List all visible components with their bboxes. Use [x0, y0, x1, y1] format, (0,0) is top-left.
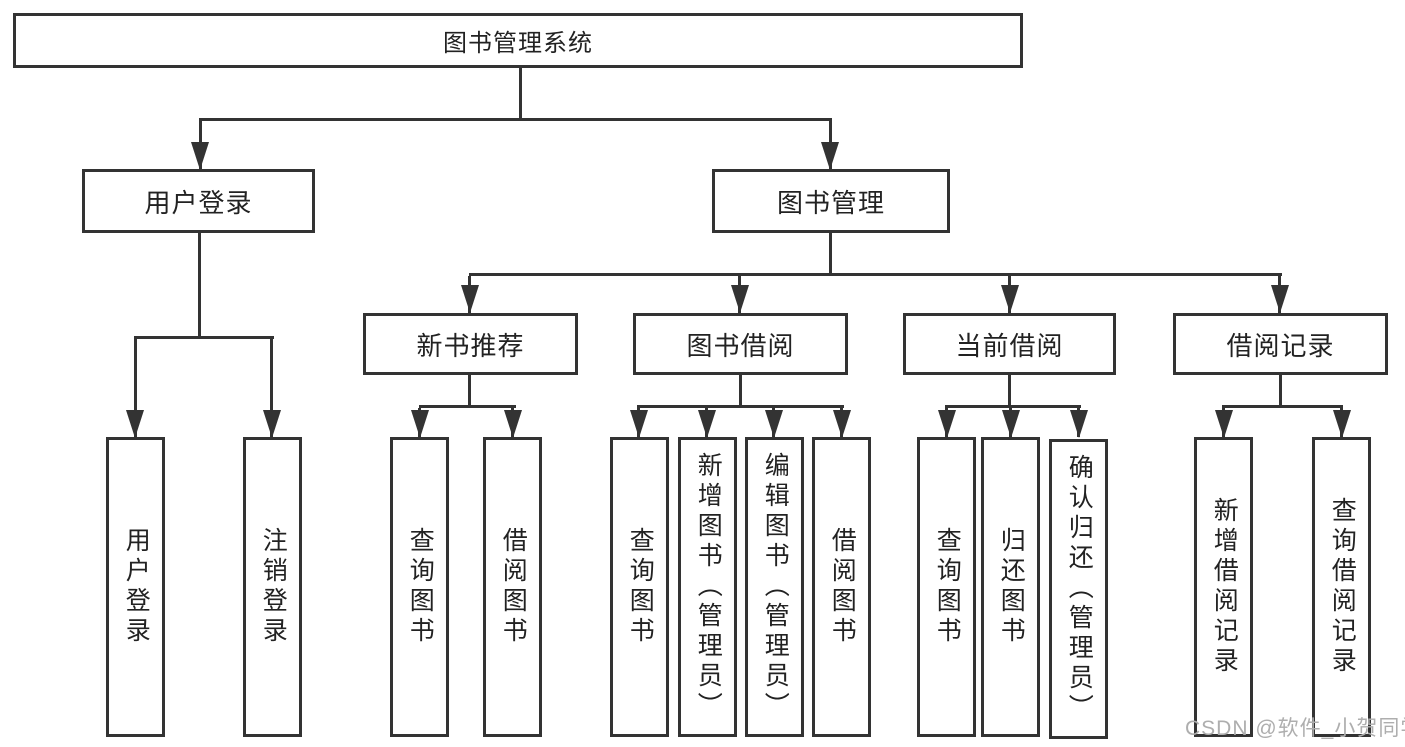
leaf-label: 查询图书: [933, 527, 962, 647]
connector-book-management-branch: [469, 273, 1282, 276]
node-book-borrow: 图书借阅: [633, 313, 848, 375]
connector-root-stem: [519, 68, 522, 118]
leaf-label: 查询借阅记录: [1328, 497, 1357, 677]
connector-current-borrow-branch: [945, 405, 1081, 408]
arrowhead-current-borrow: [1001, 285, 1019, 313]
connector-book-borrow-stem: [739, 375, 742, 405]
arrowhead-leaf-query-2: [630, 410, 648, 438]
arrowhead-user-login: [191, 142, 209, 170]
arrowhead-leaf-user-login: [126, 410, 144, 438]
node-book-borrow-label: 图书借阅: [686, 330, 795, 361]
leaf-label: 确认归还（管理员）: [1065, 454, 1094, 724]
arrowhead-leaf-add-record: [1215, 410, 1233, 438]
node-leaf-add-borrow-record: 新增借阅记录: [1194, 437, 1253, 737]
node-new-book-recommend-label: 新书推荐: [416, 330, 525, 361]
node-leaf-add-book-admin: 新增图书（管理员）: [678, 437, 737, 737]
leaf-label: 借阅图书: [828, 527, 857, 647]
node-leaf-borrow-books-1: 借阅图书: [483, 437, 542, 737]
node-leaf-query-books-2: 查询图书: [610, 437, 669, 737]
connector-current-borrow-stem: [1008, 375, 1011, 405]
leaf-label: 用户登录: [122, 527, 151, 647]
arrowhead-borrow-records: [1271, 285, 1289, 313]
node-root: 图书管理系统: [13, 13, 1023, 68]
arrowhead-book-borrow: [731, 285, 749, 313]
arrowhead-leaf-query-3: [938, 410, 956, 438]
node-leaf-query-borrow-record: 查询借阅记录: [1312, 437, 1371, 737]
connector-user-login-stem: [198, 233, 201, 336]
leaf-label: 查询图书: [626, 527, 655, 647]
connector-user-login-branch: [134, 336, 274, 339]
node-book-management-label: 图书管理: [776, 187, 885, 218]
arrowhead-book-management: [821, 142, 839, 170]
arrowhead-leaf-edit-book: [765, 410, 783, 438]
node-leaf-query-books-3: 查询图书: [917, 437, 976, 737]
node-leaf-query-books-1: 查询图书: [390, 437, 449, 737]
connector-new-book-stem: [468, 375, 471, 405]
node-new-book-recommend: 新书推荐: [363, 313, 578, 375]
arrowhead-leaf-confirm-return: [1070, 410, 1088, 438]
node-borrow-records-label: 借阅记录: [1226, 330, 1335, 361]
connector-book-borrow-branch: [637, 405, 844, 408]
leaf-label: 编辑图书（管理员）: [761, 452, 790, 722]
arrowhead-leaf-query-1: [411, 410, 429, 438]
arrowhead-leaf-borrow-1: [504, 410, 522, 438]
connector-root-branch: [199, 118, 832, 121]
leaf-label: 新增借阅记录: [1210, 497, 1239, 677]
node-user-login: 用户登录: [82, 169, 315, 233]
node-book-management: 图书管理: [712, 169, 950, 233]
connector-borrow-records-stem: [1279, 375, 1282, 405]
arrowhead-leaf-query-record: [1333, 410, 1351, 438]
node-leaf-edit-book-admin: 编辑图书（管理员）: [745, 437, 804, 737]
leaf-label: 借阅图书: [499, 527, 528, 647]
node-leaf-return-book: 归还图书: [981, 437, 1040, 737]
arrowhead-leaf-add-book: [698, 410, 716, 438]
node-leaf-confirm-return-admin: 确认归还（管理员）: [1049, 439, 1108, 739]
connector-new-book-branch: [419, 405, 516, 408]
leaf-label: 注销登录: [259, 527, 288, 647]
arrowhead-leaf-logout: [263, 410, 281, 438]
node-borrow-records: 借阅记录: [1173, 313, 1388, 375]
node-leaf-user-login: 用户登录: [106, 437, 165, 737]
node-leaf-borrow-books-2: 借阅图书: [812, 437, 871, 737]
connector-borrow-records-branch: [1222, 405, 1343, 408]
node-user-login-label: 用户登录: [144, 187, 253, 218]
arrowhead-leaf-return: [1002, 410, 1020, 438]
connector-book-management-stem: [829, 233, 832, 273]
node-root-label: 图书管理系统: [443, 30, 593, 57]
leaf-label: 查询图书: [406, 527, 435, 647]
connector-to-leaf-logout: [270, 339, 273, 437]
node-leaf-logout: 注销登录: [243, 437, 302, 737]
leaf-label: 新增图书（管理员）: [694, 452, 723, 722]
watermark: CSDN @软件_小贺同学: [1185, 717, 1405, 740]
node-current-borrow-label: 当前借阅: [955, 330, 1064, 361]
arrowhead-leaf-borrow-2: [833, 410, 851, 438]
connector-to-leaf-user-login: [134, 339, 137, 437]
leaf-label: 归还图书: [997, 527, 1026, 647]
node-current-borrow: 当前借阅: [903, 313, 1116, 375]
arrowhead-new-book: [461, 285, 479, 313]
